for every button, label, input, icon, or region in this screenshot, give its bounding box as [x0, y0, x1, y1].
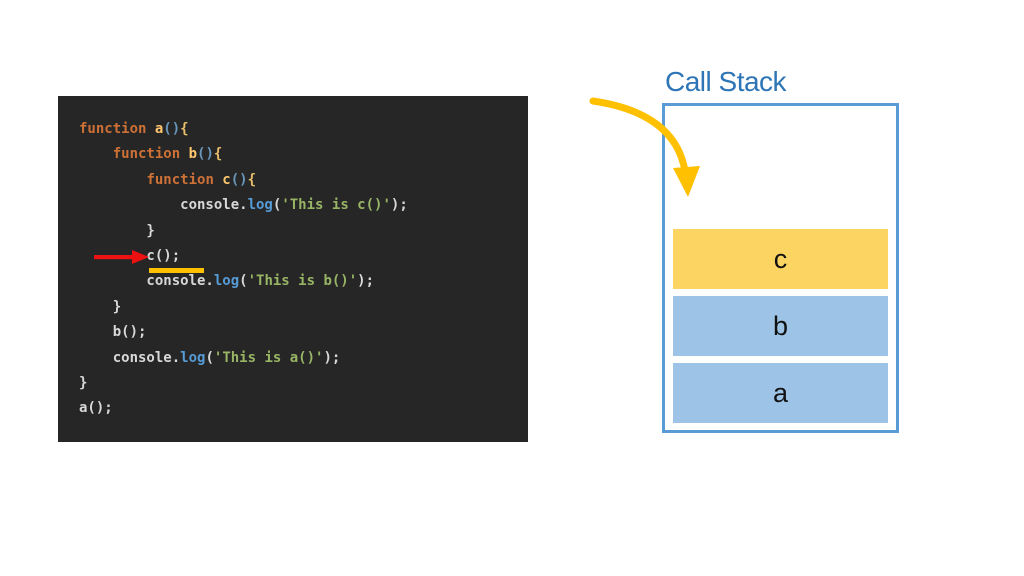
call-stack-title: Call Stack: [665, 66, 787, 97]
code-block: function a(){ function b(){ function c()…: [79, 117, 528, 422]
code-line: console.log('This is a()');: [79, 349, 341, 366]
code-line: console.log('This is c()');: [79, 197, 408, 214]
highlight-underline: [149, 268, 204, 273]
red-arrow-icon: [94, 250, 149, 264]
code-line: a();: [79, 400, 113, 417]
code-line: function c(){: [146, 171, 257, 188]
stack-frame-b: b: [673, 296, 888, 356]
code-line: b();: [79, 324, 147, 341]
code-line: function b(){: [112, 146, 223, 163]
code-line: }: [79, 222, 155, 239]
stack-frame-a: a: [673, 363, 888, 423]
code-editor-panel: function a(){ function b(){ function c()…: [58, 96, 528, 442]
stack-frame-c: c: [673, 229, 888, 289]
code-line: console.log('This is b()');: [79, 273, 375, 290]
code-line: c();: [146, 248, 181, 265]
code-line: }: [79, 298, 122, 315]
code-line: }: [79, 375, 88, 392]
code-line: function a(){: [79, 121, 189, 137]
push-arrow-icon: [589, 97, 700, 197]
